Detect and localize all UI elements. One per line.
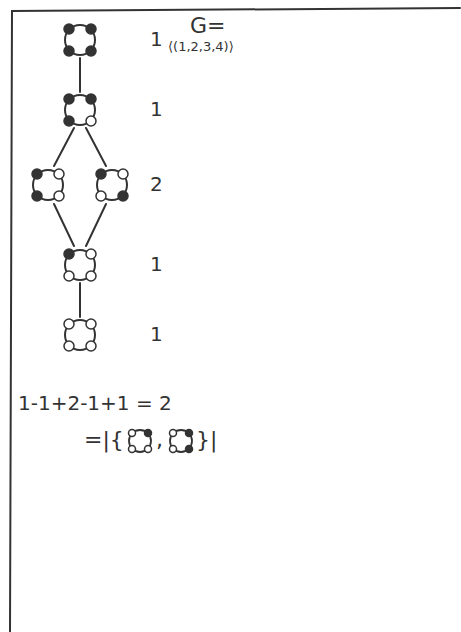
hasse-line [54,204,74,246]
sum-equation: 1-1+2-1+1 = 2 [18,392,172,414]
count-number: 2 [150,173,163,195]
hasse-line [86,128,106,166]
necklace [32,169,64,201]
set-comma: , [156,428,163,452]
frame-line [10,8,460,632]
set-close: }| [196,428,217,452]
necklace [96,169,128,201]
count-number: 1 [150,323,163,345]
necklace [64,24,96,56]
necklace [64,94,96,126]
hasse-line [79,283,81,317]
necklace [64,319,96,351]
count-number: 1 [150,98,163,120]
necklace [170,430,193,453]
count-number: 1 [150,28,163,50]
count-number: 1 [150,253,163,275]
group-name: G= [190,14,225,38]
hasse-line [86,204,106,246]
set-open: =|{ [84,428,124,452]
hasse-line [79,58,81,92]
hasse-line [54,128,74,166]
necklace [64,249,96,281]
necklace [129,430,152,453]
group-generator: ⟨(1,2,3,4)⟩ [168,40,234,54]
